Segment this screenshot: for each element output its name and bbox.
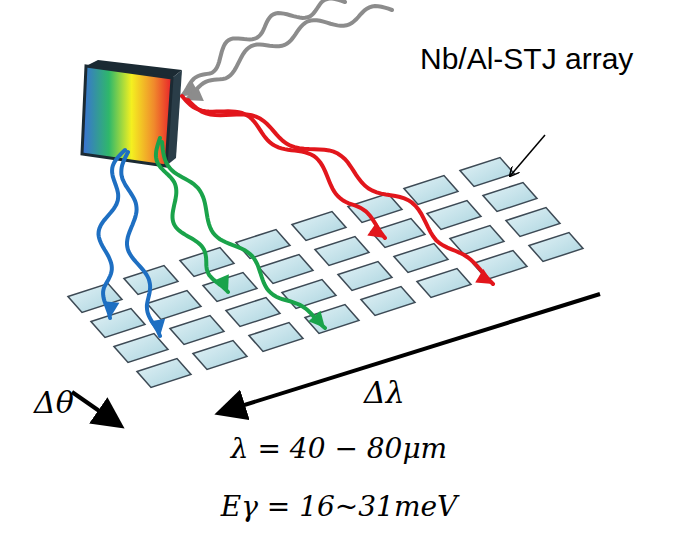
photon-wave [188, 100, 493, 284]
stj-pixel [137, 359, 191, 388]
stj-pixel [193, 341, 247, 370]
stj-pixel [529, 233, 583, 262]
stj-pixel [427, 201, 481, 230]
arrowhead [214, 274, 229, 292]
stj-pixel [315, 237, 369, 266]
stj-pixel [236, 230, 290, 259]
label: Δλ [364, 375, 405, 410]
stj-pixel [305, 305, 359, 334]
stj-pixel [394, 244, 448, 273]
photon-wave [182, 96, 385, 238]
stj-pixel [147, 291, 201, 320]
stj-pixel [226, 298, 280, 327]
stj-pixel [483, 183, 537, 212]
stj-pixel [170, 316, 224, 345]
delta-lambda-arrow [222, 294, 600, 412]
stj-pixel [91, 309, 145, 338]
stj-pixel [249, 323, 303, 352]
stj-pixel [361, 287, 415, 316]
grating [82, 60, 182, 166]
label: Nb/Al-STJ array [420, 42, 633, 76]
stj-pixel [259, 255, 313, 284]
photon-wave [186, 6, 392, 100]
arrowhead [475, 269, 493, 284]
label: λ = 40 − 80μm [231, 432, 447, 465]
stj-pixel [404, 176, 458, 205]
stj-pixel [417, 269, 471, 298]
arrowhead [367, 222, 385, 238]
stj-pixel [282, 280, 336, 309]
leader-line [510, 135, 545, 176]
stj-pixel [338, 262, 392, 291]
label: Eγ = 16~31meV [221, 490, 458, 523]
arrowhead [308, 311, 325, 328]
stj-pixel [506, 208, 560, 237]
arrowhead [149, 319, 165, 336]
arrowhead [103, 301, 119, 318]
delta-theta-arrow [72, 392, 118, 424]
label: Δθ [34, 385, 74, 420]
photon-wave [162, 142, 325, 328]
photon-wave [121, 152, 160, 336]
stj-pixel [460, 158, 514, 187]
stj-pixel [292, 212, 346, 241]
